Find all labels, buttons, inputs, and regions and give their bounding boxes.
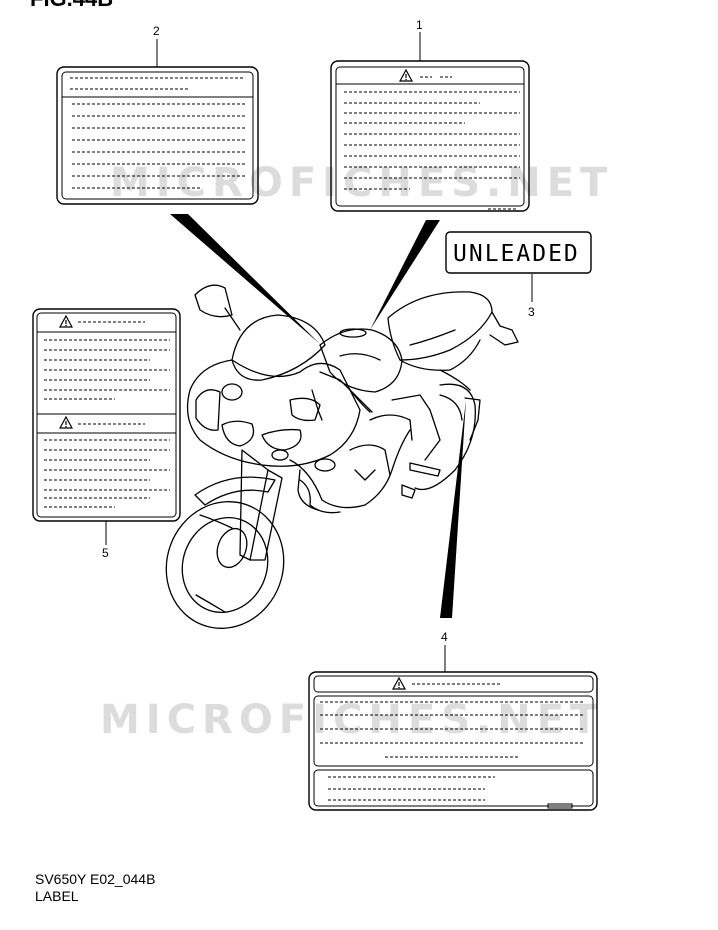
- pointer-label-4: [440, 400, 466, 618]
- pointer-label-2: [170, 214, 320, 344]
- label-2[interactable]: [56, 66, 259, 205]
- callout-1: 1: [416, 18, 423, 32]
- watermark-bottom: MICROFICHES.NET: [100, 697, 603, 743]
- motorcycle-illustration: [165, 284, 519, 629]
- warning-triangle-icon: [392, 677, 406, 690]
- callout-2: 2: [153, 24, 160, 38]
- label-4[interactable]: [308, 671, 598, 811]
- callout-5: 5: [102, 546, 109, 560]
- label-1[interactable]: [330, 60, 530, 212]
- figure-title: FIG.44B: [30, 0, 113, 11]
- warning-triangle-icon: [399, 69, 413, 82]
- warning-triangle-icon: [59, 315, 73, 328]
- figure-code: SV650Y E02_044B: [35, 871, 155, 887]
- callout-4: 4: [441, 630, 448, 644]
- figure-caption: LABEL: [35, 888, 79, 904]
- label-3-unleaded[interactable]: UNLEADED: [445, 231, 592, 274]
- callout-3: 3: [528, 305, 535, 319]
- label-5[interactable]: [32, 308, 181, 522]
- pointer-label-1: [370, 220, 440, 330]
- warning-triangle-icon: [59, 416, 73, 429]
- unleaded-text: UNLEADED: [453, 241, 580, 267]
